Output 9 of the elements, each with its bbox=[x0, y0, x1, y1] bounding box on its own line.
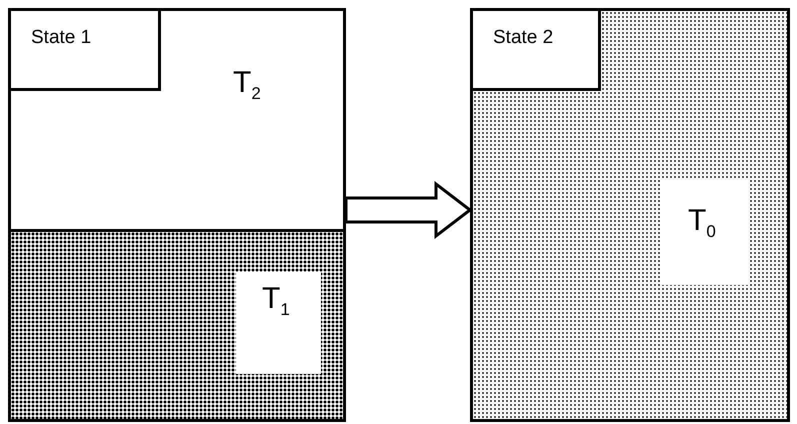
temperature-label: T$_{2}$ bbox=[233, 68, 261, 102]
temperature-label: T$_{0}$ bbox=[660, 178, 748, 285]
state-label: State 1 bbox=[11, 11, 161, 91]
state-panel bbox=[470, 8, 790, 422]
block-arrow bbox=[344, 180, 472, 240]
temperature-label: T$_{1}$ bbox=[236, 272, 321, 374]
patterned-region bbox=[11, 229, 343, 419]
state-label: State 2 bbox=[473, 11, 601, 91]
state-panel bbox=[8, 8, 346, 422]
